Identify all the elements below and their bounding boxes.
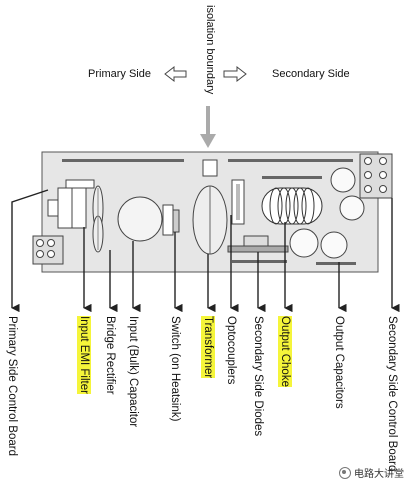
component-label: Secondary Side Diodes — [252, 316, 264, 437]
component-label: Switch (on Heatsink) — [169, 316, 181, 422]
leader-lines — [11, 189, 400, 313]
board-traces — [62, 159, 356, 265]
secondary-side-arrow — [223, 65, 247, 83]
watermark: 电路大讲堂 — [339, 465, 404, 480]
switch-heatsink-part — [162, 204, 180, 236]
leader-line — [11, 189, 49, 313]
secondary-connector — [359, 153, 393, 199]
component-label: Transformer — [201, 316, 215, 379]
primary-connector — [32, 235, 64, 265]
secondary-side-label: Secondary Side — [272, 68, 350, 80]
primary-side-label: Primary Side — [88, 68, 151, 80]
output-capacitors-part — [289, 167, 365, 259]
bulk-capacitor-part — [117, 196, 163, 242]
primary-side-arrow — [164, 65, 187, 83]
component-label: Primary Side Control Board — [6, 316, 18, 456]
bridge-rectifier-part — [92, 185, 104, 253]
component-label: Secondary Side Control Board — [386, 316, 398, 472]
isolation-boundary-label: isolation boundary — [204, 5, 216, 95]
isolation-boundary-arrow — [200, 106, 216, 148]
wechat-logo-icon — [339, 466, 351, 479]
component-label: Output Choke — [278, 316, 292, 387]
optocouplers-part — [231, 179, 245, 225]
component-label: Optocouplers — [225, 316, 237, 385]
component-label: Input (Bulk) Capacitor — [127, 316, 139, 428]
component-label: Bridge Rectifier — [104, 316, 116, 395]
component-label: Input EMI Filter — [77, 316, 91, 394]
input-emi-filter-part — [47, 179, 95, 229]
component-label: Output Capacitors — [333, 316, 345, 409]
watermark-text: 电路大讲堂 — [354, 469, 404, 480]
output-choke-part — [261, 187, 323, 225]
transformer-part — [192, 159, 228, 255]
